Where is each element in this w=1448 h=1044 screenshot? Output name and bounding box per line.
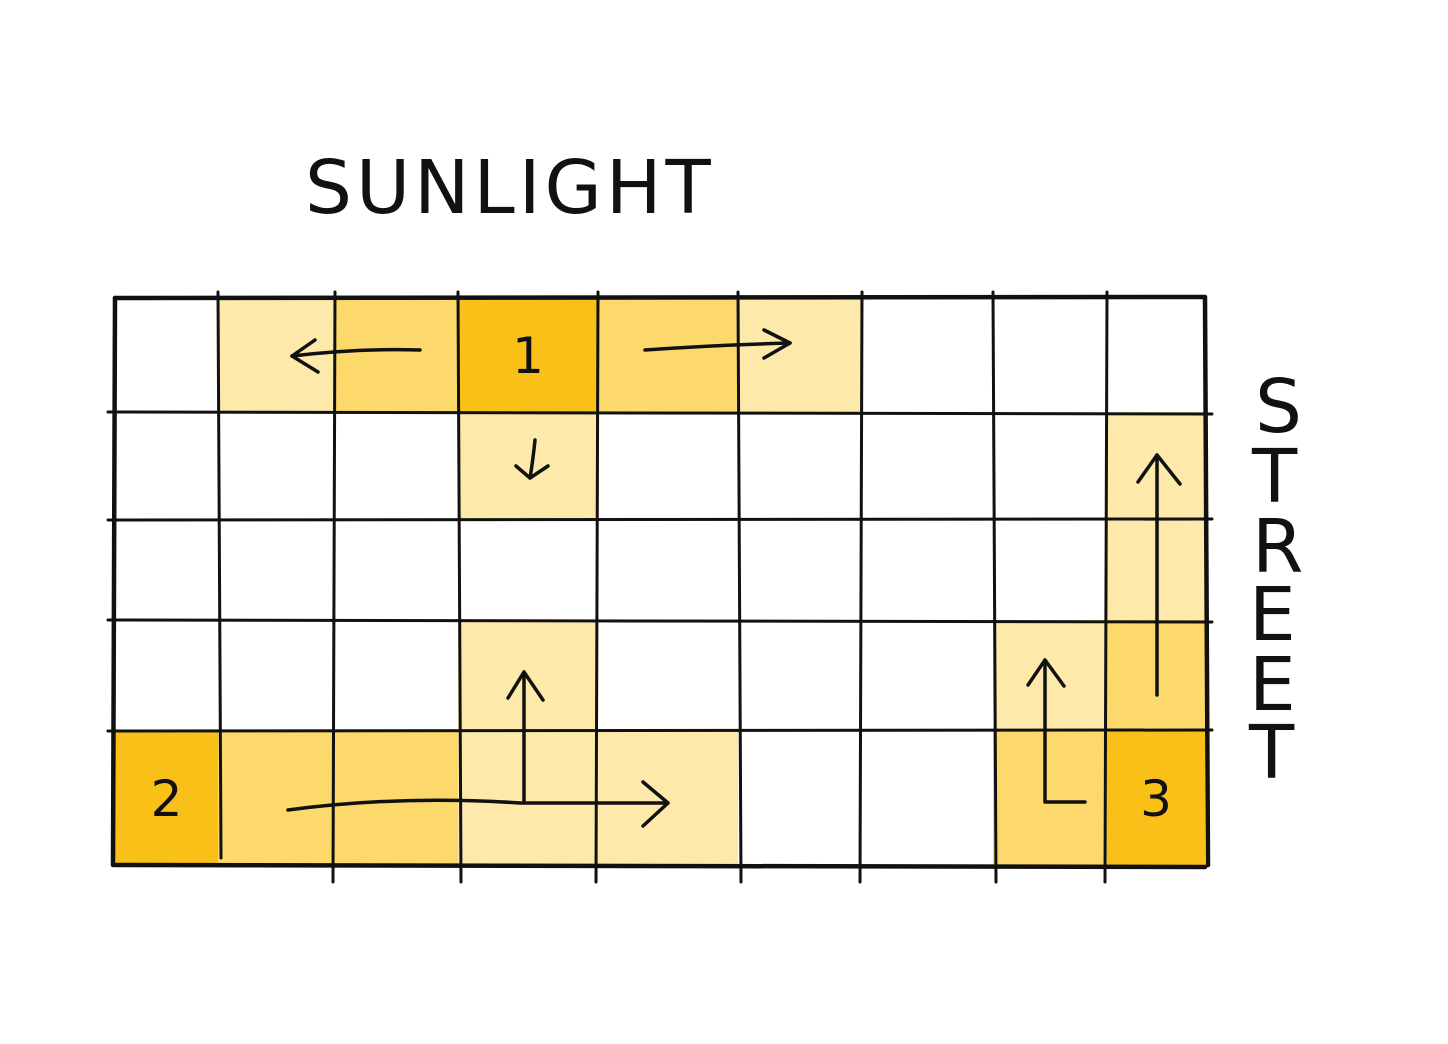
- grid-cell: [598, 298, 738, 412]
- side-letter: S: [1255, 364, 1302, 450]
- side-letter: T: [1251, 434, 1298, 520]
- grid-border: [112, 294, 1208, 301]
- grid-line-vertical: [991, 290, 998, 884]
- grid-cell: [115, 731, 218, 865]
- grid-line-vertical: [456, 290, 463, 884]
- grid-cell: [458, 298, 598, 412]
- grid-line-horizontal: [106, 618, 1214, 624]
- source-number-3: 3: [1140, 770, 1172, 828]
- grid-cell: [218, 731, 335, 865]
- grid-line-horizontal: [106, 728, 1214, 733]
- grid-line-vertical: [594, 290, 600, 884]
- grid-cell: [738, 298, 862, 412]
- arrow-right-from-1: [643, 328, 792, 360]
- grid-cells: [115, 298, 1205, 865]
- grid-line-horizontal: [106, 517, 1214, 522]
- grid-lines: [106, 290, 1214, 884]
- grid-line-vertical: [858, 290, 864, 884]
- grid-line-horizontal: [106, 410, 1214, 416]
- grid-line-vertical: [331, 290, 337, 884]
- grid-border: [112, 862, 1208, 870]
- side-letter: E: [1249, 572, 1296, 658]
- side-letter: T: [1248, 710, 1295, 796]
- grid-line-vertical: [216, 290, 223, 860]
- arrow-down-from-1: [514, 438, 550, 480]
- grid-border: [110, 295, 118, 868]
- grid-cell: [993, 620, 1107, 731]
- arrow-up-from-2: [506, 670, 545, 805]
- grid-cell: [458, 412, 598, 520]
- grid-cell: [335, 731, 458, 865]
- grid-cell: [335, 298, 458, 412]
- diagram-title: SUNLIGHT: [305, 145, 715, 231]
- side-label: S T R E E T: [1248, 364, 1303, 796]
- grid-cell: [598, 731, 738, 865]
- side-letter: E: [1249, 642, 1296, 728]
- sunlight-arrows: [286, 328, 1182, 828]
- source-number-1: 1: [512, 327, 544, 385]
- source-numbers: 1 2 3: [151, 327, 1172, 828]
- arrow-left-from-1: [290, 338, 422, 374]
- grid-cell: [1107, 731, 1205, 865]
- side-letter: R: [1252, 504, 1303, 590]
- arrow-up-from-3-right: [1136, 453, 1182, 697]
- grid-cell: [458, 731, 598, 865]
- grid-line-vertical: [1103, 290, 1109, 884]
- grid-cell: [993, 731, 1107, 865]
- grid-line-vertical: [736, 290, 743, 884]
- grid-border: [1202, 295, 1211, 868]
- arrow-up-from-3-left: [1026, 658, 1087, 804]
- arrow-right-from-2: [286, 780, 670, 828]
- source-number-2: 2: [151, 770, 183, 828]
